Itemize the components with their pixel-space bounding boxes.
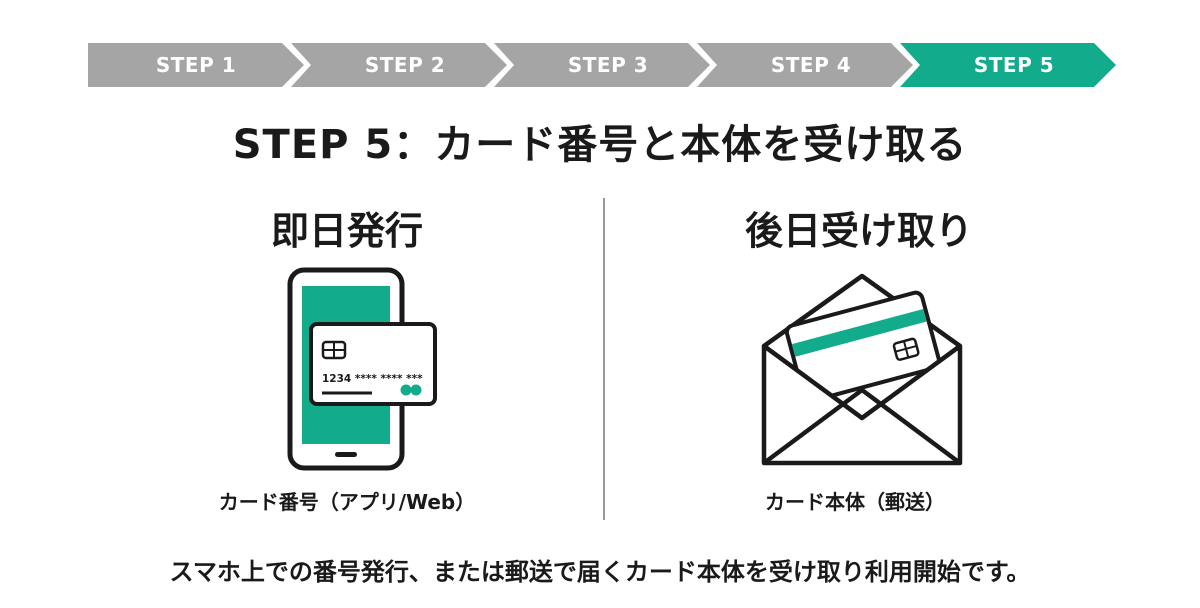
- step-5-active: STEP 5: [900, 43, 1116, 87]
- step-3: STEP 3: [494, 43, 710, 87]
- footer-description: スマホ上での番号発行、または郵送で届くカード本体を受け取り利用開始です。: [169, 558, 1031, 586]
- step-3-label: STEP 3: [567, 53, 649, 77]
- step-2: STEP 2: [291, 43, 507, 87]
- step-4-label: STEP 4: [770, 53, 852, 77]
- envelope-card-icon: [761, 273, 963, 466]
- page-title: STEP 5：カード番号と本体を受け取る: [232, 122, 968, 168]
- instant-issue-heading: 即日発行: [270, 209, 423, 253]
- smartphone-card-icon: 1234 **** **** ***: [287, 267, 437, 471]
- step-4: STEP 4: [697, 43, 913, 87]
- card-body-caption: カード本体（郵送）: [765, 490, 945, 514]
- column-divider: [603, 198, 605, 520]
- step-2-label: STEP 2: [364, 53, 446, 77]
- step-5-label: STEP 5: [973, 53, 1055, 77]
- card-number-caption: カード番号（アプリ/Web）: [218, 490, 476, 514]
- card-number-text: 1234 **** **** ***: [322, 373, 423, 385]
- later-receipt-heading: 後日受け取り: [744, 209, 973, 253]
- step-1: STEP 1: [88, 43, 304, 87]
- step-progress-bar: STEP 1 STEP 2 STEP 3 STEP 4 STEP 5: [88, 43, 1116, 87]
- step-1-label: STEP 1: [155, 53, 237, 77]
